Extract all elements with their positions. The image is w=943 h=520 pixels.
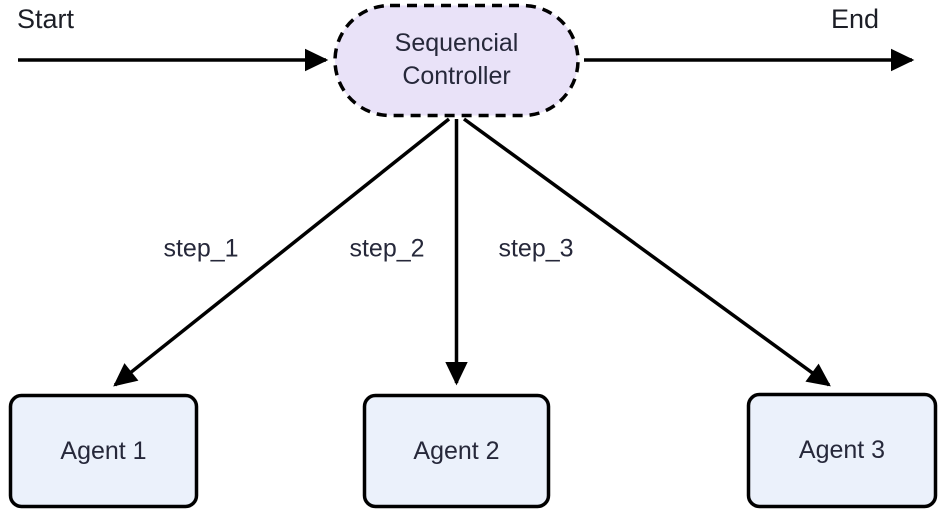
edge-step3-to-agent3 (462, 117, 831, 387)
controller-node-text: Sequencial Controller (394, 29, 519, 90)
agent2-node-shape (362, 393, 551, 509)
step3-edge-label: step_3 (498, 234, 574, 263)
end-label: End (831, 4, 880, 34)
edge-step1-to-agent1 (113, 117, 451, 387)
step1-edge-label: step_1 (163, 234, 239, 263)
step2-edge-label: step_2 (349, 234, 425, 263)
controller-node-label: Sequencial Controller (335, 5, 578, 115)
agent2-node-label: Agent 2 (413, 436, 500, 465)
agent1-node-label: Agent 1 (60, 436, 147, 465)
agent3-node-label: Agent 3 (798, 436, 886, 464)
agent3-node-shape (746, 392, 938, 509)
controller-node-shape (333, 3, 580, 118)
start-label: Start (17, 4, 75, 34)
agent1-node-shape (8, 393, 199, 509)
